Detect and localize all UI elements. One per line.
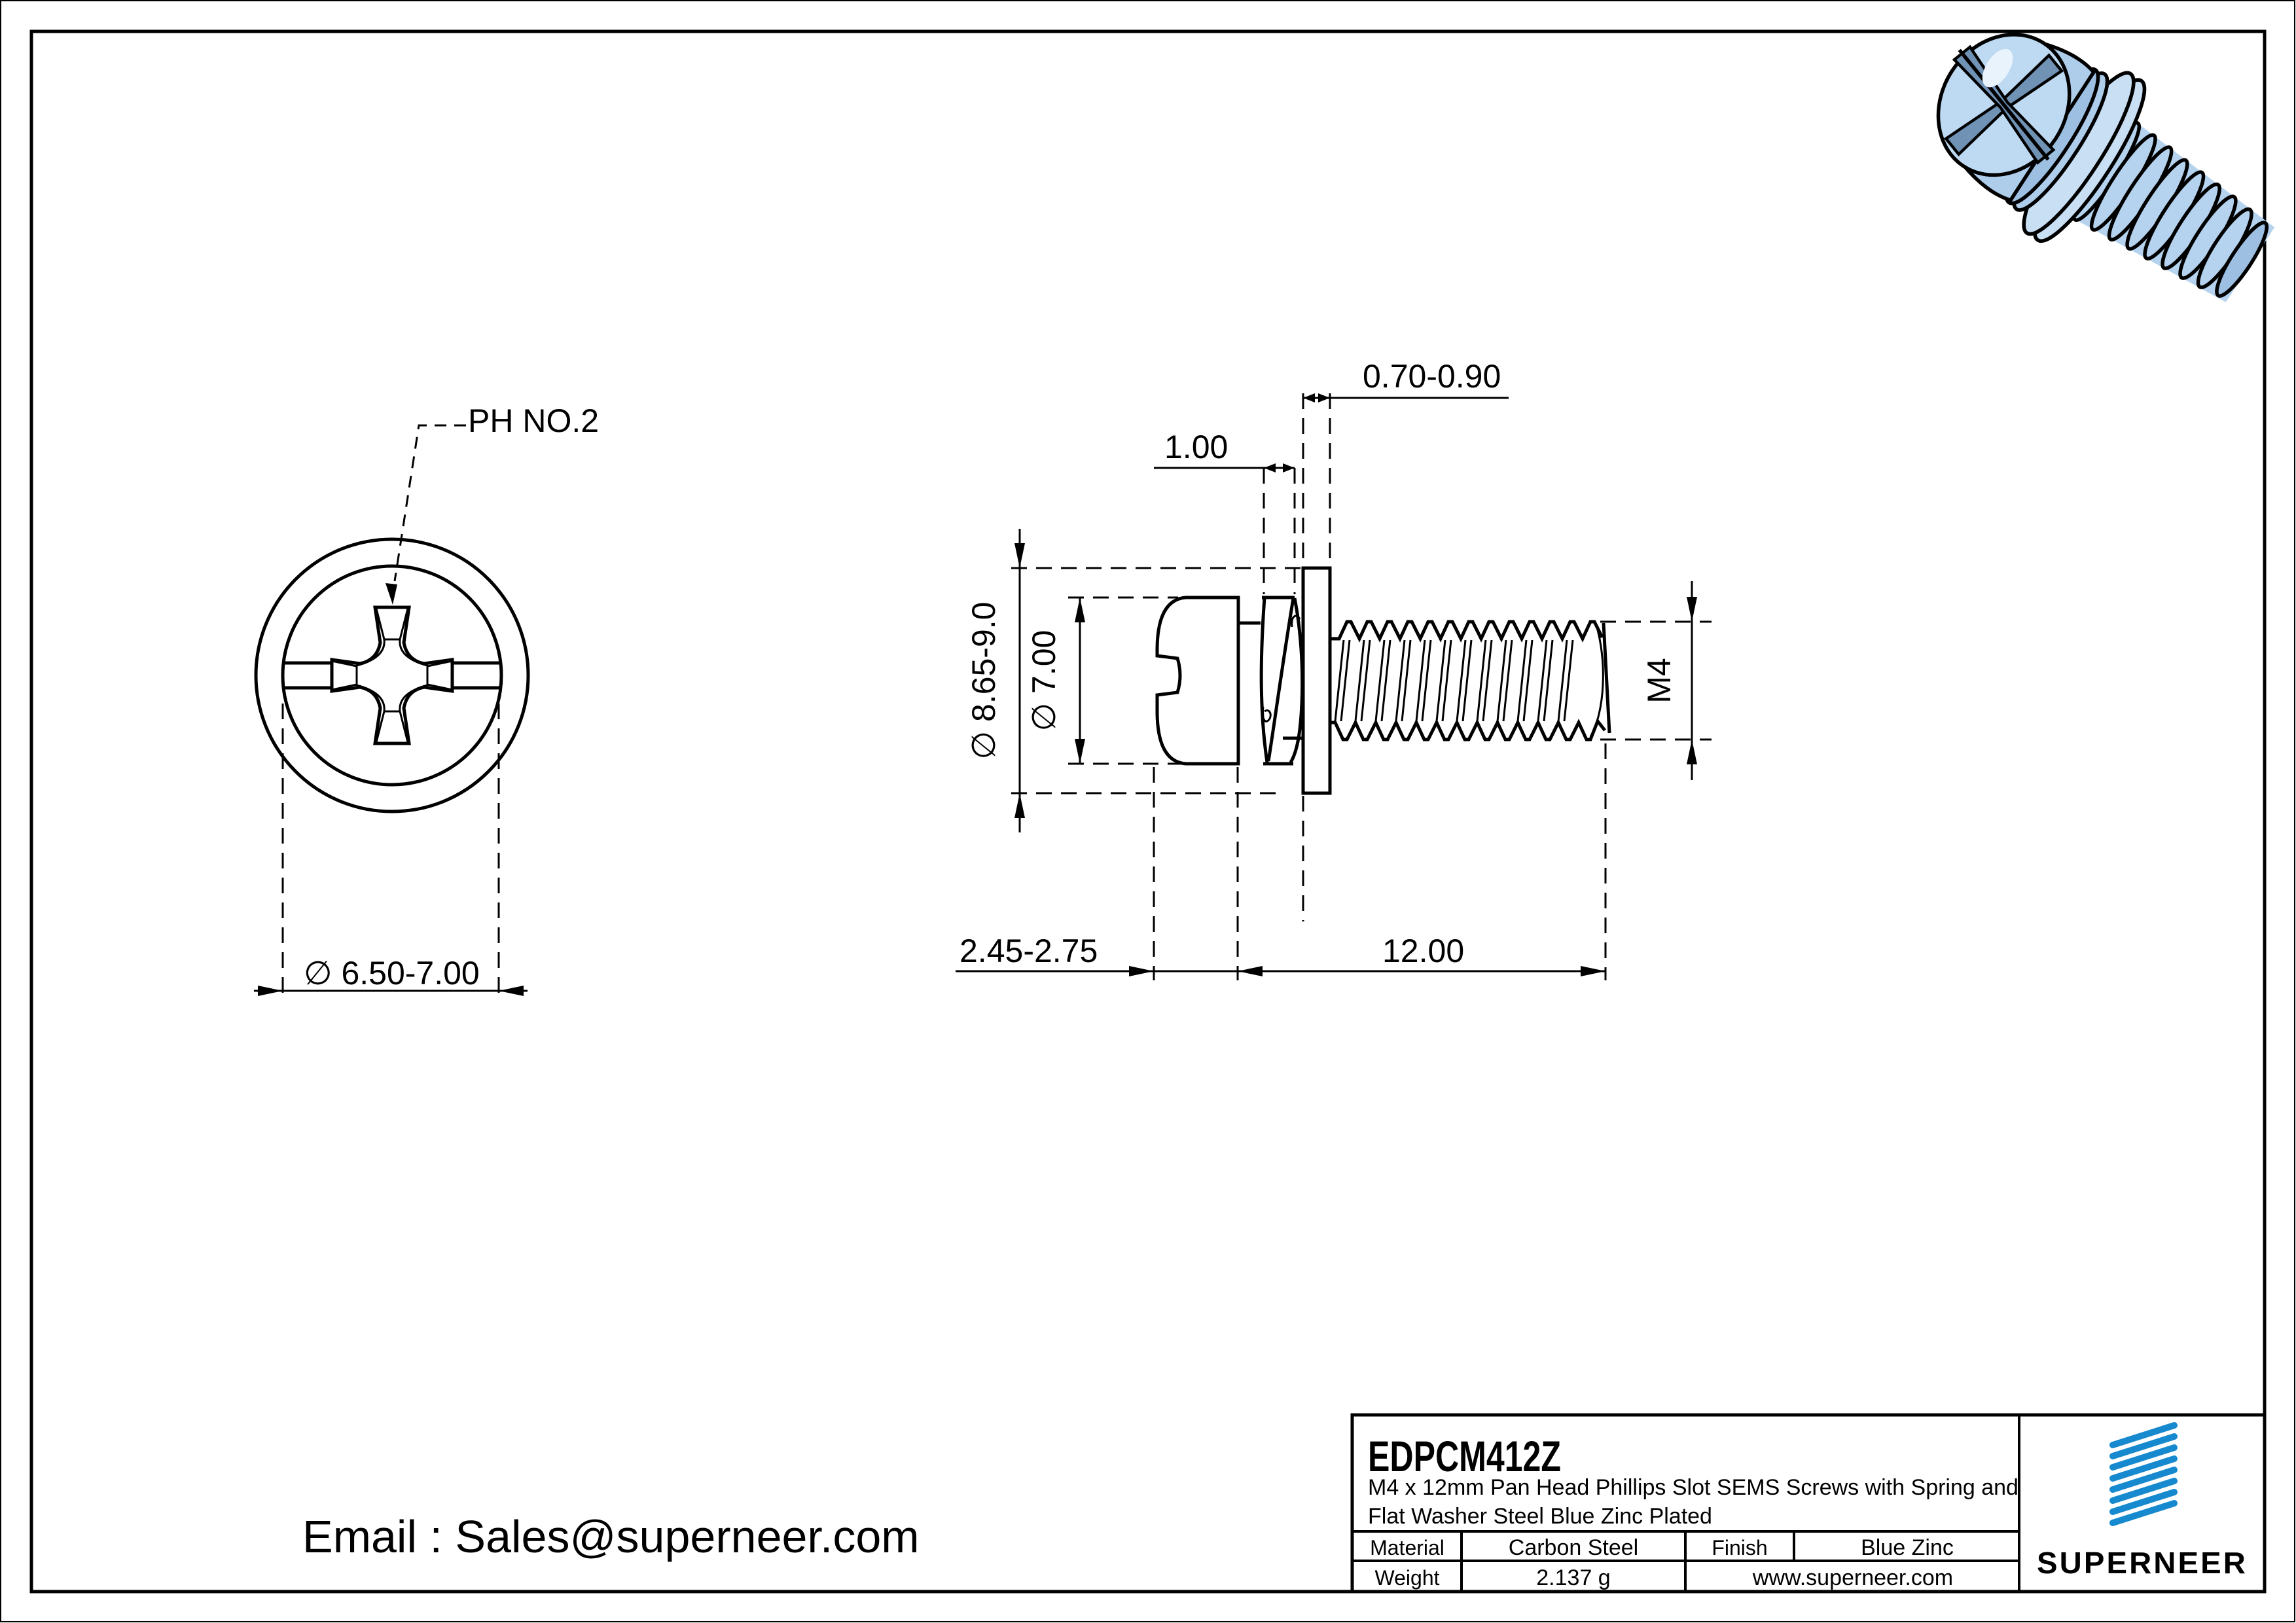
ph-leader-line [393,424,466,582]
weight-label: Weight [1374,1566,1439,1590]
brand-name: SUPERNEER [2037,1546,2248,1580]
phillips-3d [1944,45,2064,165]
thread-end-cap [2215,221,2269,298]
ph-leader-arrow [386,583,397,605]
highlight [1982,48,2013,88]
svg-text:M4: M4 [1641,658,1677,703]
dim-length: 12.00 [1382,933,1464,969]
dim-washer-thickness: 0.70-0.90 [1302,358,1509,564]
dim-washer-od: ∅ 8.65-9.0 [965,529,1301,832]
dim-spring-width: 1.00 [1154,429,1296,594]
slot-band [284,661,500,690]
description-line2: Flat Washer Steel Blue Zinc Plated [1368,1504,1712,1529]
ph-label: PH NO.2 [468,402,599,439]
screw-3d-render [1936,33,2275,302]
dim-head-od-front: ∅ 6.50-7.00 [304,955,480,991]
title-block: EDPCM412Z M4 x 12mm Pan Head Phillips Sl… [1350,1413,2267,1594]
dim-head-height: 2.45-2.75 [960,933,1098,969]
finish-label: Finish [1712,1536,1767,1560]
material-value: Carbon Steel [1509,1535,1638,1560]
part-number: EDPCM412Z [1368,1432,1561,1480]
phillips-tip-tapers [331,608,453,743]
dim-thread-size: M4 [1600,581,1712,780]
thread-profile [1330,620,1611,741]
finish-value: Blue Zinc [1861,1535,1954,1560]
head-outline-circle [281,564,503,787]
svg-text:1.00: 1.00 [1164,429,1228,465]
description-line1: M4 x 12mm Pan Head Phillips Slot SEMS Sc… [1368,1475,2018,1500]
email-text: Email : Sales@superneer.com [302,1511,920,1562]
dim-head-od: ∅ 7.00 [1026,596,1237,765]
svg-text:∅ 7.00: ∅ 7.00 [1026,630,1062,732]
flat-washer [1301,566,1332,795]
svg-text:∅ 8.65-9.0: ∅ 8.65-9.0 [965,602,1002,760]
side-view: 0.70-0.90 1.00 ∅ 8.65-9.0 ∅ 7 [956,358,1712,980]
drawing-frame [29,29,2267,1594]
svg-text:0.70-0.90: 0.70-0.90 [1363,358,1501,395]
website-link[interactable]: www.superneer.com [1752,1565,1953,1590]
washer-outline-circle [254,537,530,813]
material-label: Material [1370,1536,1444,1560]
head-profile [1155,596,1240,766]
dim-bottom: 2.45-2.75 12.00 [956,743,1607,980]
dim-arrow [499,986,524,996]
weight-value: 2.137 g [1536,1565,1610,1590]
front-view: PH NO.2 ∅ 6.50-7.00 [254,402,599,1000]
dim-arrow [258,986,283,996]
brand-logo [2109,1422,2178,1526]
